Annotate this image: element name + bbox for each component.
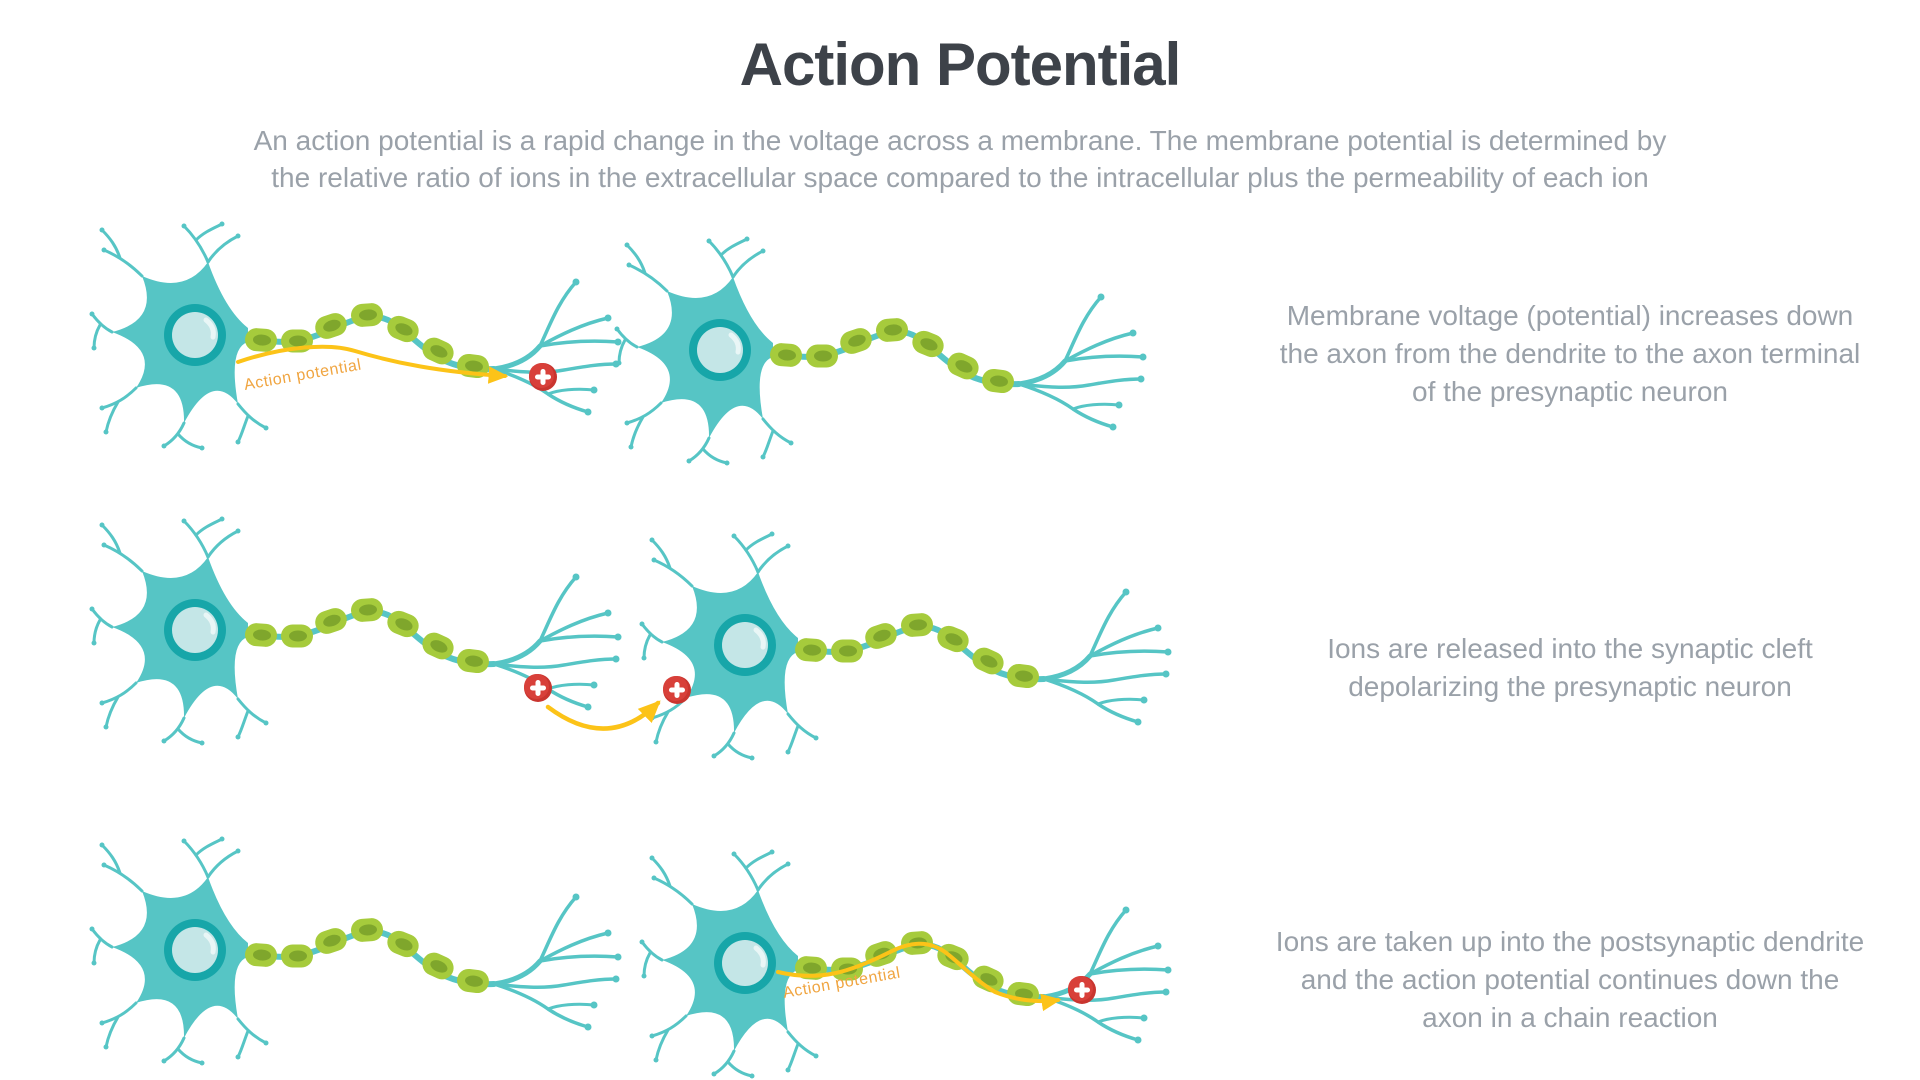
action-potential-label: Action potential [243,357,363,394]
positive-ion-icon [663,676,691,704]
postsynaptic-neuron [640,532,1172,761]
row-caption: Ions are released into the synaptic clef… [1327,633,1813,702]
page-title: Action Potential [739,31,1182,98]
neuron-diagram-row-3: Action potential [0,830,1240,1080]
positive-ion-icon [524,674,552,702]
positive-ion-icon [1068,976,1096,1004]
subtitle-line-2: the relative ratio of ions in the extrac… [271,162,1649,193]
positive-ion-icon [529,363,557,391]
postsynaptic-neuron [640,850,1172,1079]
page-subtitle: An action potential is a rapid change in… [0,122,1920,196]
presynaptic-neuron [90,222,622,451]
presynaptic-neuron [90,837,622,1066]
postsynaptic-neuron [615,237,1147,466]
neuron-diagram-row-1: Action potential [0,220,1240,470]
row-caption: Membrane voltage (potential) increases d… [1279,300,1861,407]
subtitle-line-1: An action potential is a rapid change in… [253,125,1667,156]
neuron-diagram-row-2 [0,515,1240,775]
action-potential-arrow [236,344,509,384]
presynaptic-neuron [90,517,622,746]
ion-transfer-arrow [545,700,661,731]
row-caption: Ions are taken up into the postsynaptic … [1275,926,1865,1033]
action-potential-arrow [776,941,1062,1012]
